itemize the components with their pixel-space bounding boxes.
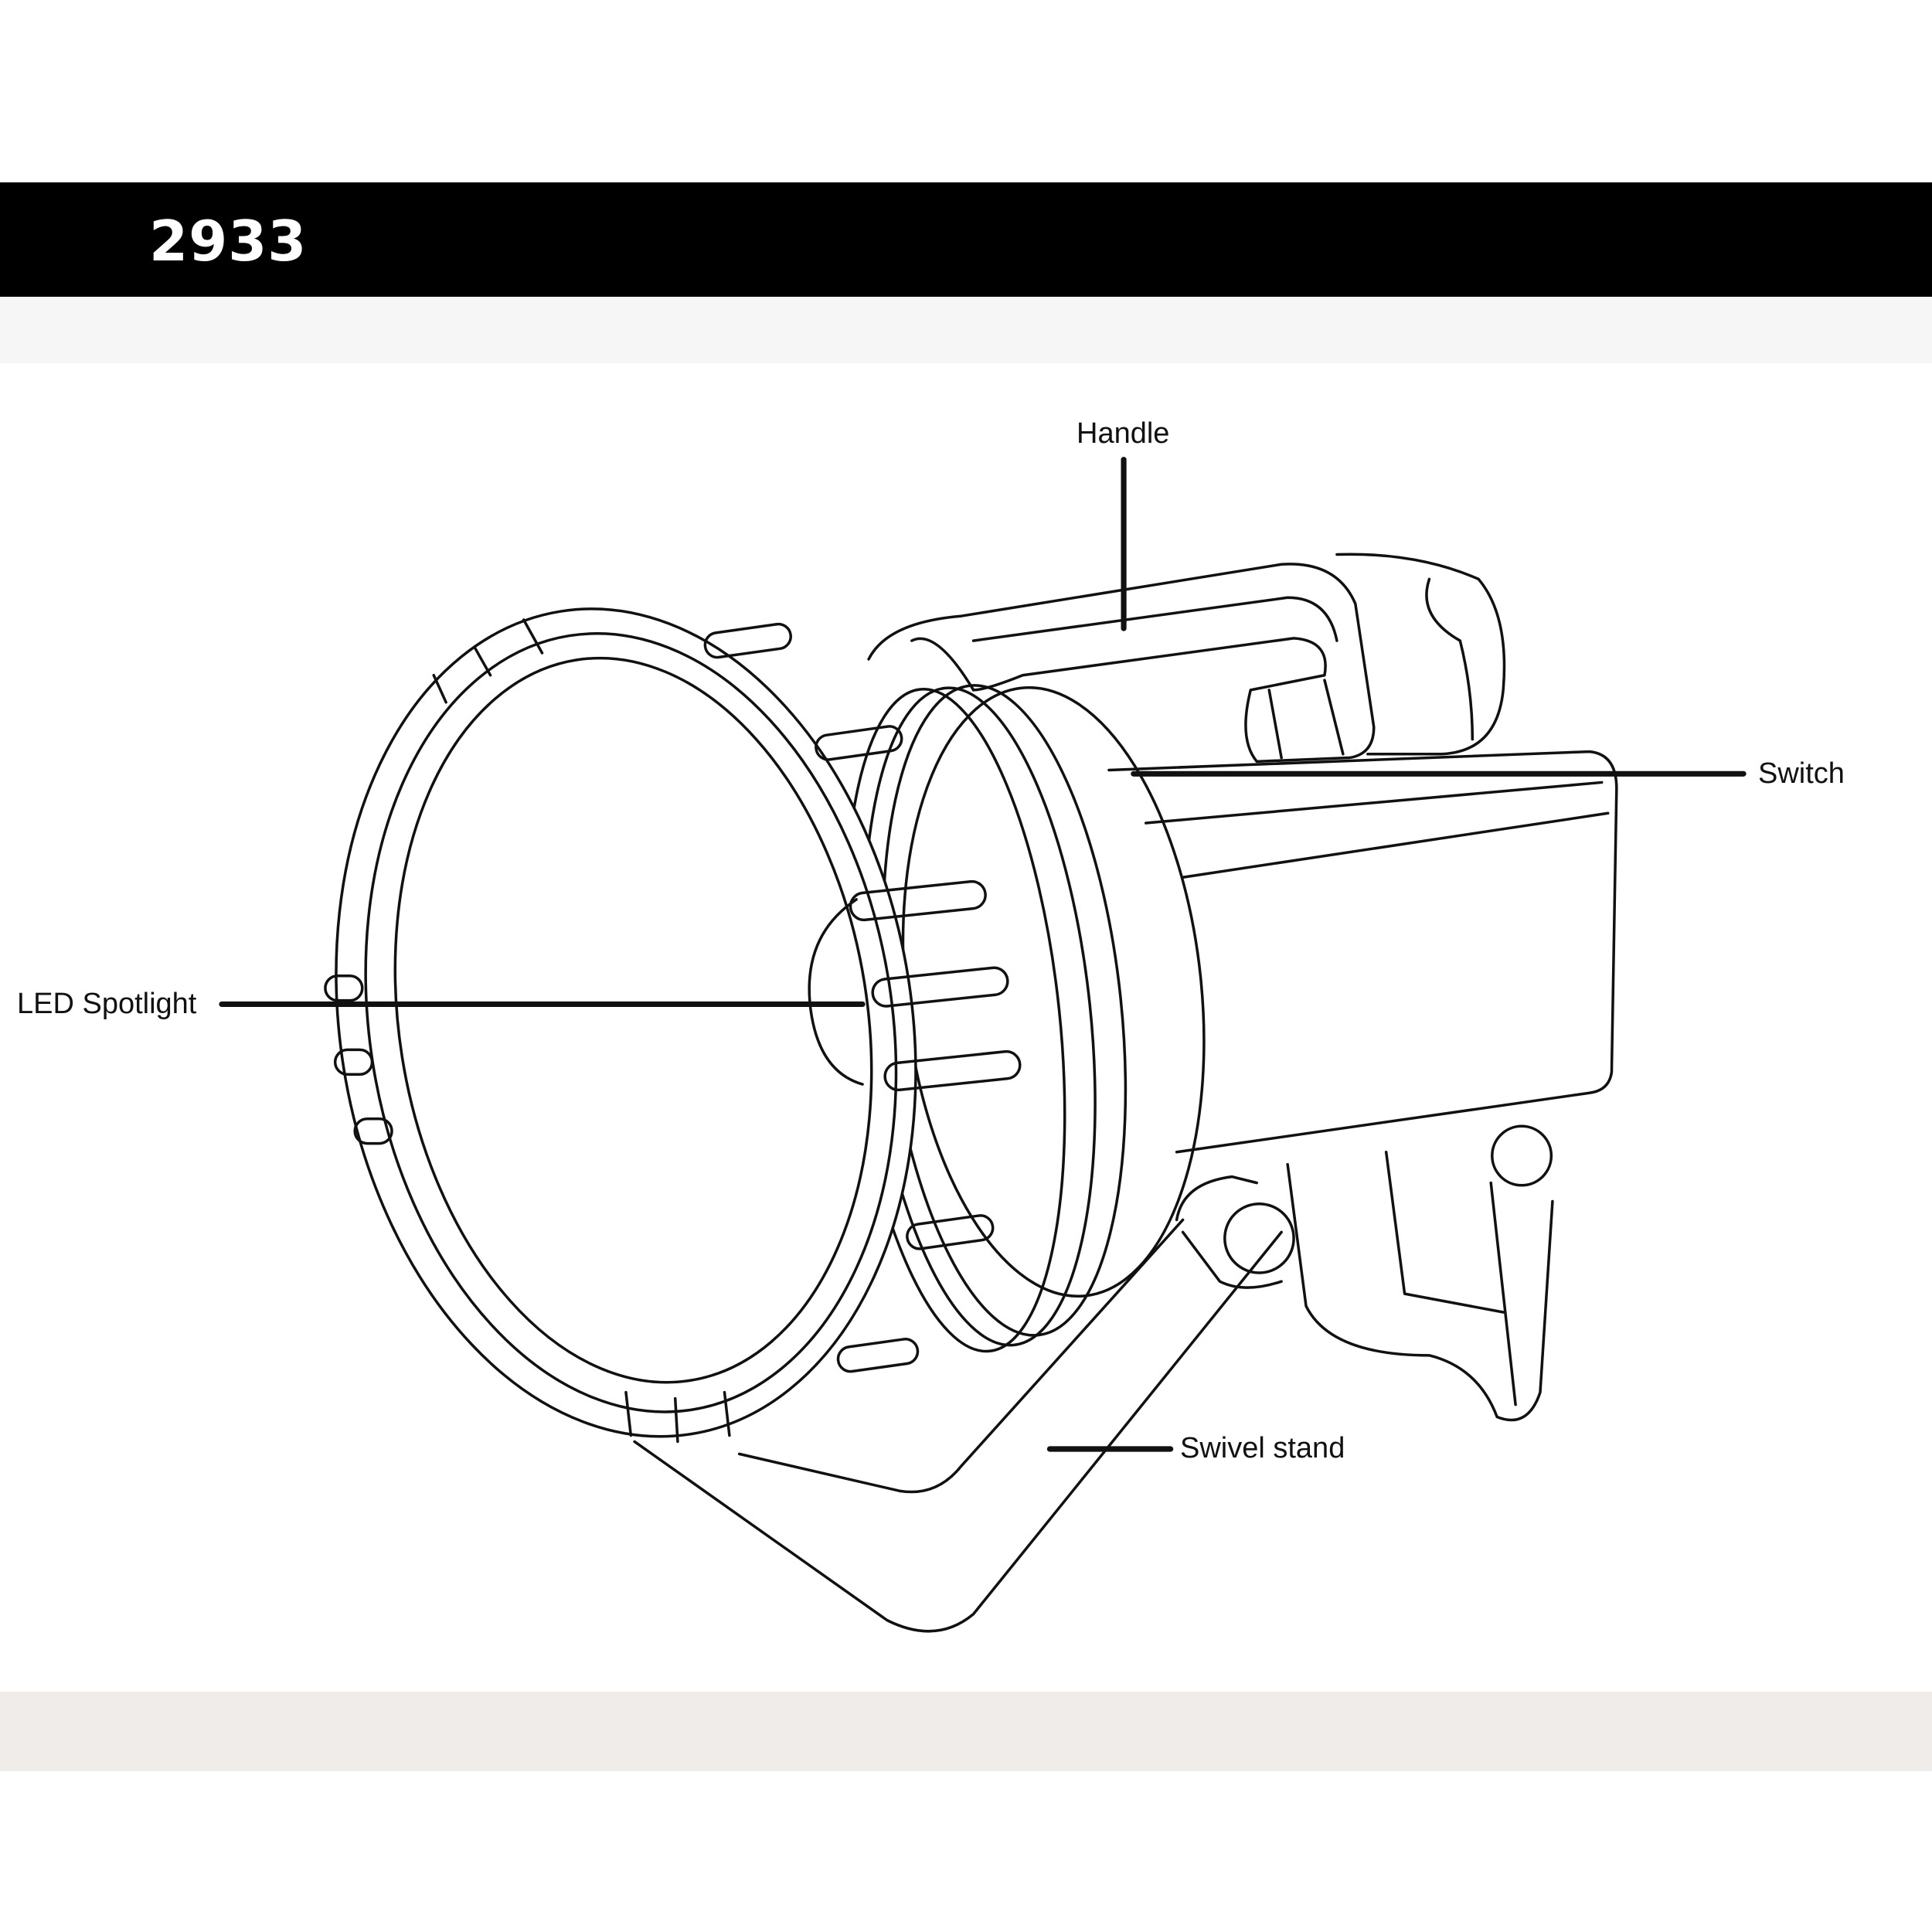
footer-band	[0, 1692, 1932, 1771]
label-swivel-stand: Swivel stand	[1180, 1432, 1345, 1464]
header-band	[0, 182, 1932, 297]
battery-body	[1107, 750, 1618, 1154]
label-handle: Handle	[1077, 417, 1170, 450]
label-led-spotlight: LED Spotlight	[17, 988, 197, 1020]
front-bezel	[335, 607, 917, 1438]
bezel-tabs	[324, 618, 1022, 1444]
swivel-stand	[633, 1124, 1554, 1633]
label-switch: Switch	[1758, 757, 1845, 790]
model-number: 2933	[149, 209, 308, 274]
header-shadow-band	[0, 297, 1932, 363]
handle	[867, 553, 1506, 764]
leader-lines	[219, 457, 1747, 1452]
